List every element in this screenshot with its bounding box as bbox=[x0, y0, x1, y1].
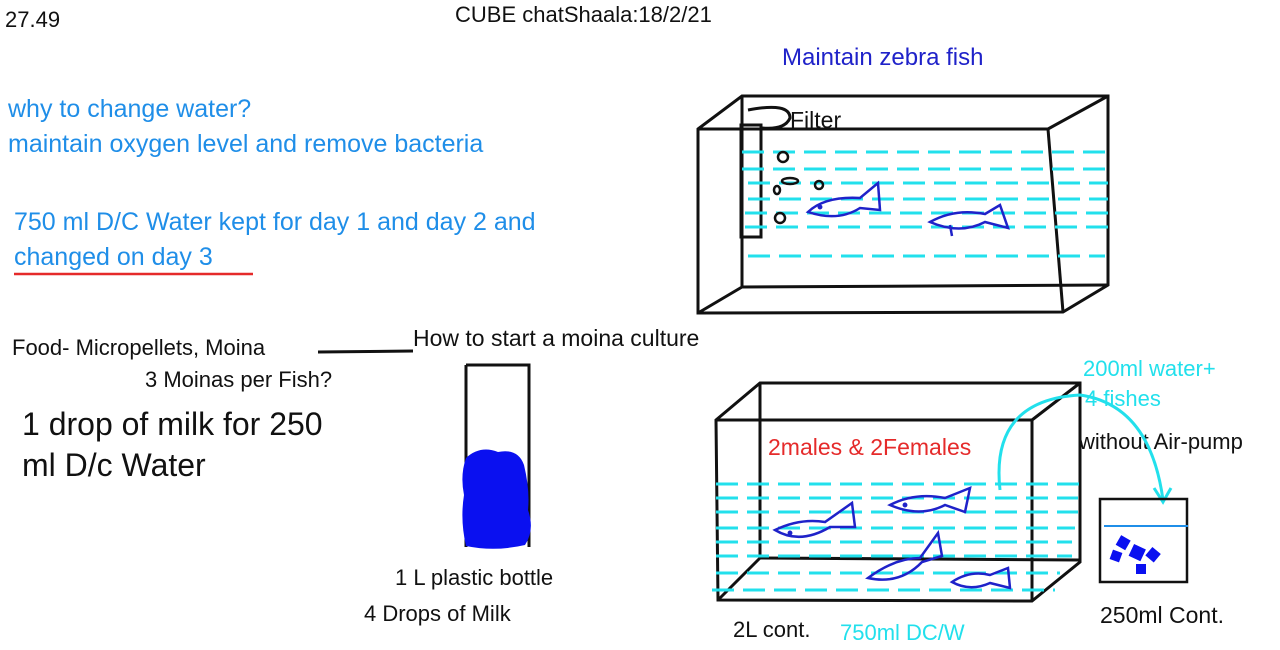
note-food: Food- Micropellets, Moina bbox=[12, 335, 266, 360]
note-moinas-per-fish: 3 Moinas per Fish? bbox=[145, 367, 333, 392]
fish-count-label: 2males & 2Females bbox=[768, 434, 972, 460]
container-2l-label: 2L cont. bbox=[733, 617, 811, 642]
note-reason: maintain oxygen level and remove bacteri… bbox=[8, 130, 484, 158]
note-water-line1: 750 ml D/C Water kept for day 1 and day … bbox=[14, 208, 536, 236]
zebra-fish bbox=[805, 180, 1010, 237]
connector-line bbox=[317, 349, 414, 354]
milk-fill bbox=[462, 449, 531, 549]
note-water-line2: changed on day 3 bbox=[14, 243, 213, 271]
bottle-label: 1 L plastic bottle bbox=[395, 565, 554, 590]
container-volume-label: 750ml DC/W bbox=[840, 620, 965, 645]
moina-bottle bbox=[462, 363, 531, 549]
page-title: CUBE chatShaala:18/2/21 bbox=[455, 2, 712, 27]
note-milk-line2: ml D/c Water bbox=[22, 447, 206, 483]
water-amount-line1: 200ml water+ bbox=[1083, 356, 1216, 381]
milk-drops-label: 4 Drops of Milk bbox=[364, 601, 511, 626]
container-water-lines bbox=[712, 482, 1080, 592]
container-2l bbox=[714, 381, 1082, 603]
transfer-arrow bbox=[997, 393, 1173, 505]
no-air-pump-label: without Air-pump bbox=[1079, 429, 1243, 454]
timestamp: 27.49 bbox=[5, 7, 61, 32]
filter-drawing bbox=[739, 105, 792, 239]
note-milk-line1: 1 drop of milk for 250 bbox=[22, 406, 323, 442]
aquarium-water-lines bbox=[742, 150, 1108, 258]
aquarium-zebra-fish bbox=[696, 94, 1110, 315]
note-why-change-water: why to change water? bbox=[8, 95, 252, 123]
water-amount-line2: 4 fishes bbox=[1085, 386, 1161, 411]
container-250ml bbox=[1098, 497, 1189, 584]
container-fish bbox=[772, 485, 1012, 590]
air-bubbles bbox=[772, 150, 825, 225]
filter-label: Filter bbox=[790, 107, 842, 133]
moina-culture-title: How to start a moina culture bbox=[413, 325, 700, 351]
aquarium-heading: Maintain zebra fish bbox=[782, 44, 984, 71]
container-250ml-label: 250ml Cont. bbox=[1100, 602, 1225, 628]
